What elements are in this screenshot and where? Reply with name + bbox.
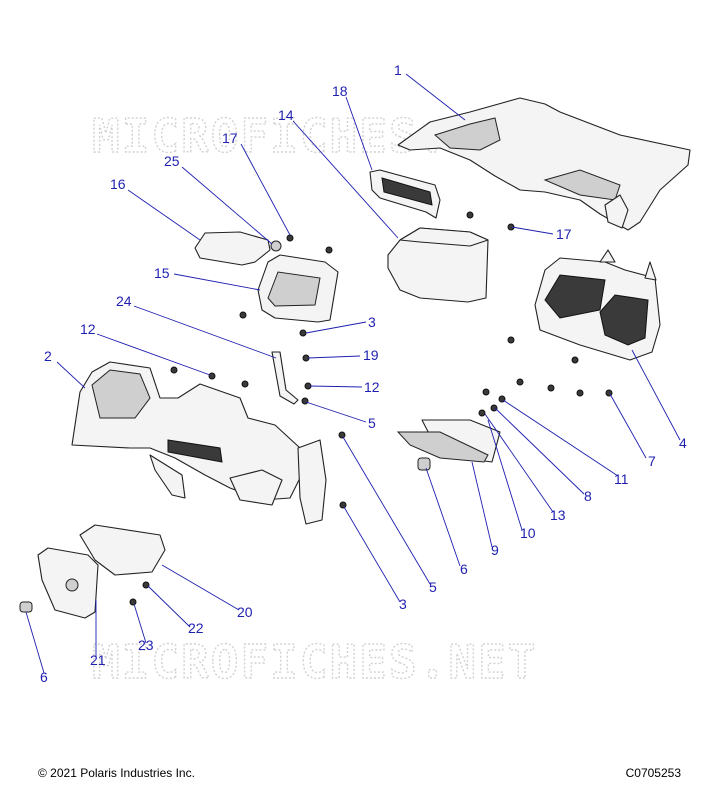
part-bracket <box>271 351 299 405</box>
callout-22: 22 <box>188 620 204 636</box>
part-storage-bin <box>387 227 489 303</box>
part-vent-housing <box>534 249 661 361</box>
part-glovebox-bin <box>79 524 166 576</box>
diagram-id: C0705253 <box>625 766 681 780</box>
callout-16: 16 <box>110 176 126 192</box>
callout-5-lower: 5 <box>429 579 437 595</box>
part-cover-lid <box>194 231 271 266</box>
callout-12-left: 12 <box>80 321 96 337</box>
callout-4: 4 <box>679 435 687 451</box>
callout-17-top: 17 <box>222 130 238 146</box>
leader-lines <box>25 73 681 674</box>
callout-3-upper: 3 <box>368 314 376 330</box>
callout-6-left: 6 <box>40 669 48 685</box>
part-main-dash <box>71 361 327 525</box>
watermark-bottom: MICROFICHES.NET <box>92 635 537 689</box>
callout-18: 18 <box>332 83 348 99</box>
callout-2: 2 <box>44 348 52 364</box>
part-latch-right <box>417 457 431 471</box>
callout-12-right: 12 <box>364 379 380 395</box>
callout-10: 10 <box>520 525 536 541</box>
callout-17-right: 17 <box>556 226 572 242</box>
part-latch-left <box>19 601 33 613</box>
callout-20: 20 <box>237 604 253 620</box>
callout-23: 23 <box>138 637 154 653</box>
part-glovebox-door <box>37 547 99 619</box>
copyright-text: © 2021 Polaris Industries Inc. <box>38 766 195 780</box>
callout-6-right: 6 <box>460 561 468 577</box>
part-bezel-bin <box>257 254 339 323</box>
part-grille <box>369 169 441 219</box>
callout-11: 11 <box>614 471 629 487</box>
callout-19: 19 <box>363 347 379 363</box>
part-upper-dash-cover <box>397 97 691 231</box>
callout-25: 25 <box>164 153 180 169</box>
callout-9: 9 <box>491 542 499 558</box>
callout-3-lower: 3 <box>399 596 407 612</box>
callout-15: 15 <box>154 265 170 281</box>
callout-1: 1 <box>394 62 402 78</box>
callout-21: 21 <box>90 652 106 668</box>
callout-7: 7 <box>648 453 656 469</box>
callout-13: 13 <box>550 507 566 523</box>
part-knob <box>270 240 282 252</box>
callout-5-upper: 5 <box>368 415 376 431</box>
callout-labels: 1 18 14 17 25 16 17 15 24 3 12 19 2 12 5… <box>40 62 687 685</box>
callout-8: 8 <box>584 488 592 504</box>
callout-14: 14 <box>278 107 294 123</box>
callout-24: 24 <box>116 293 132 309</box>
part-glovebox-plate <box>396 419 501 463</box>
